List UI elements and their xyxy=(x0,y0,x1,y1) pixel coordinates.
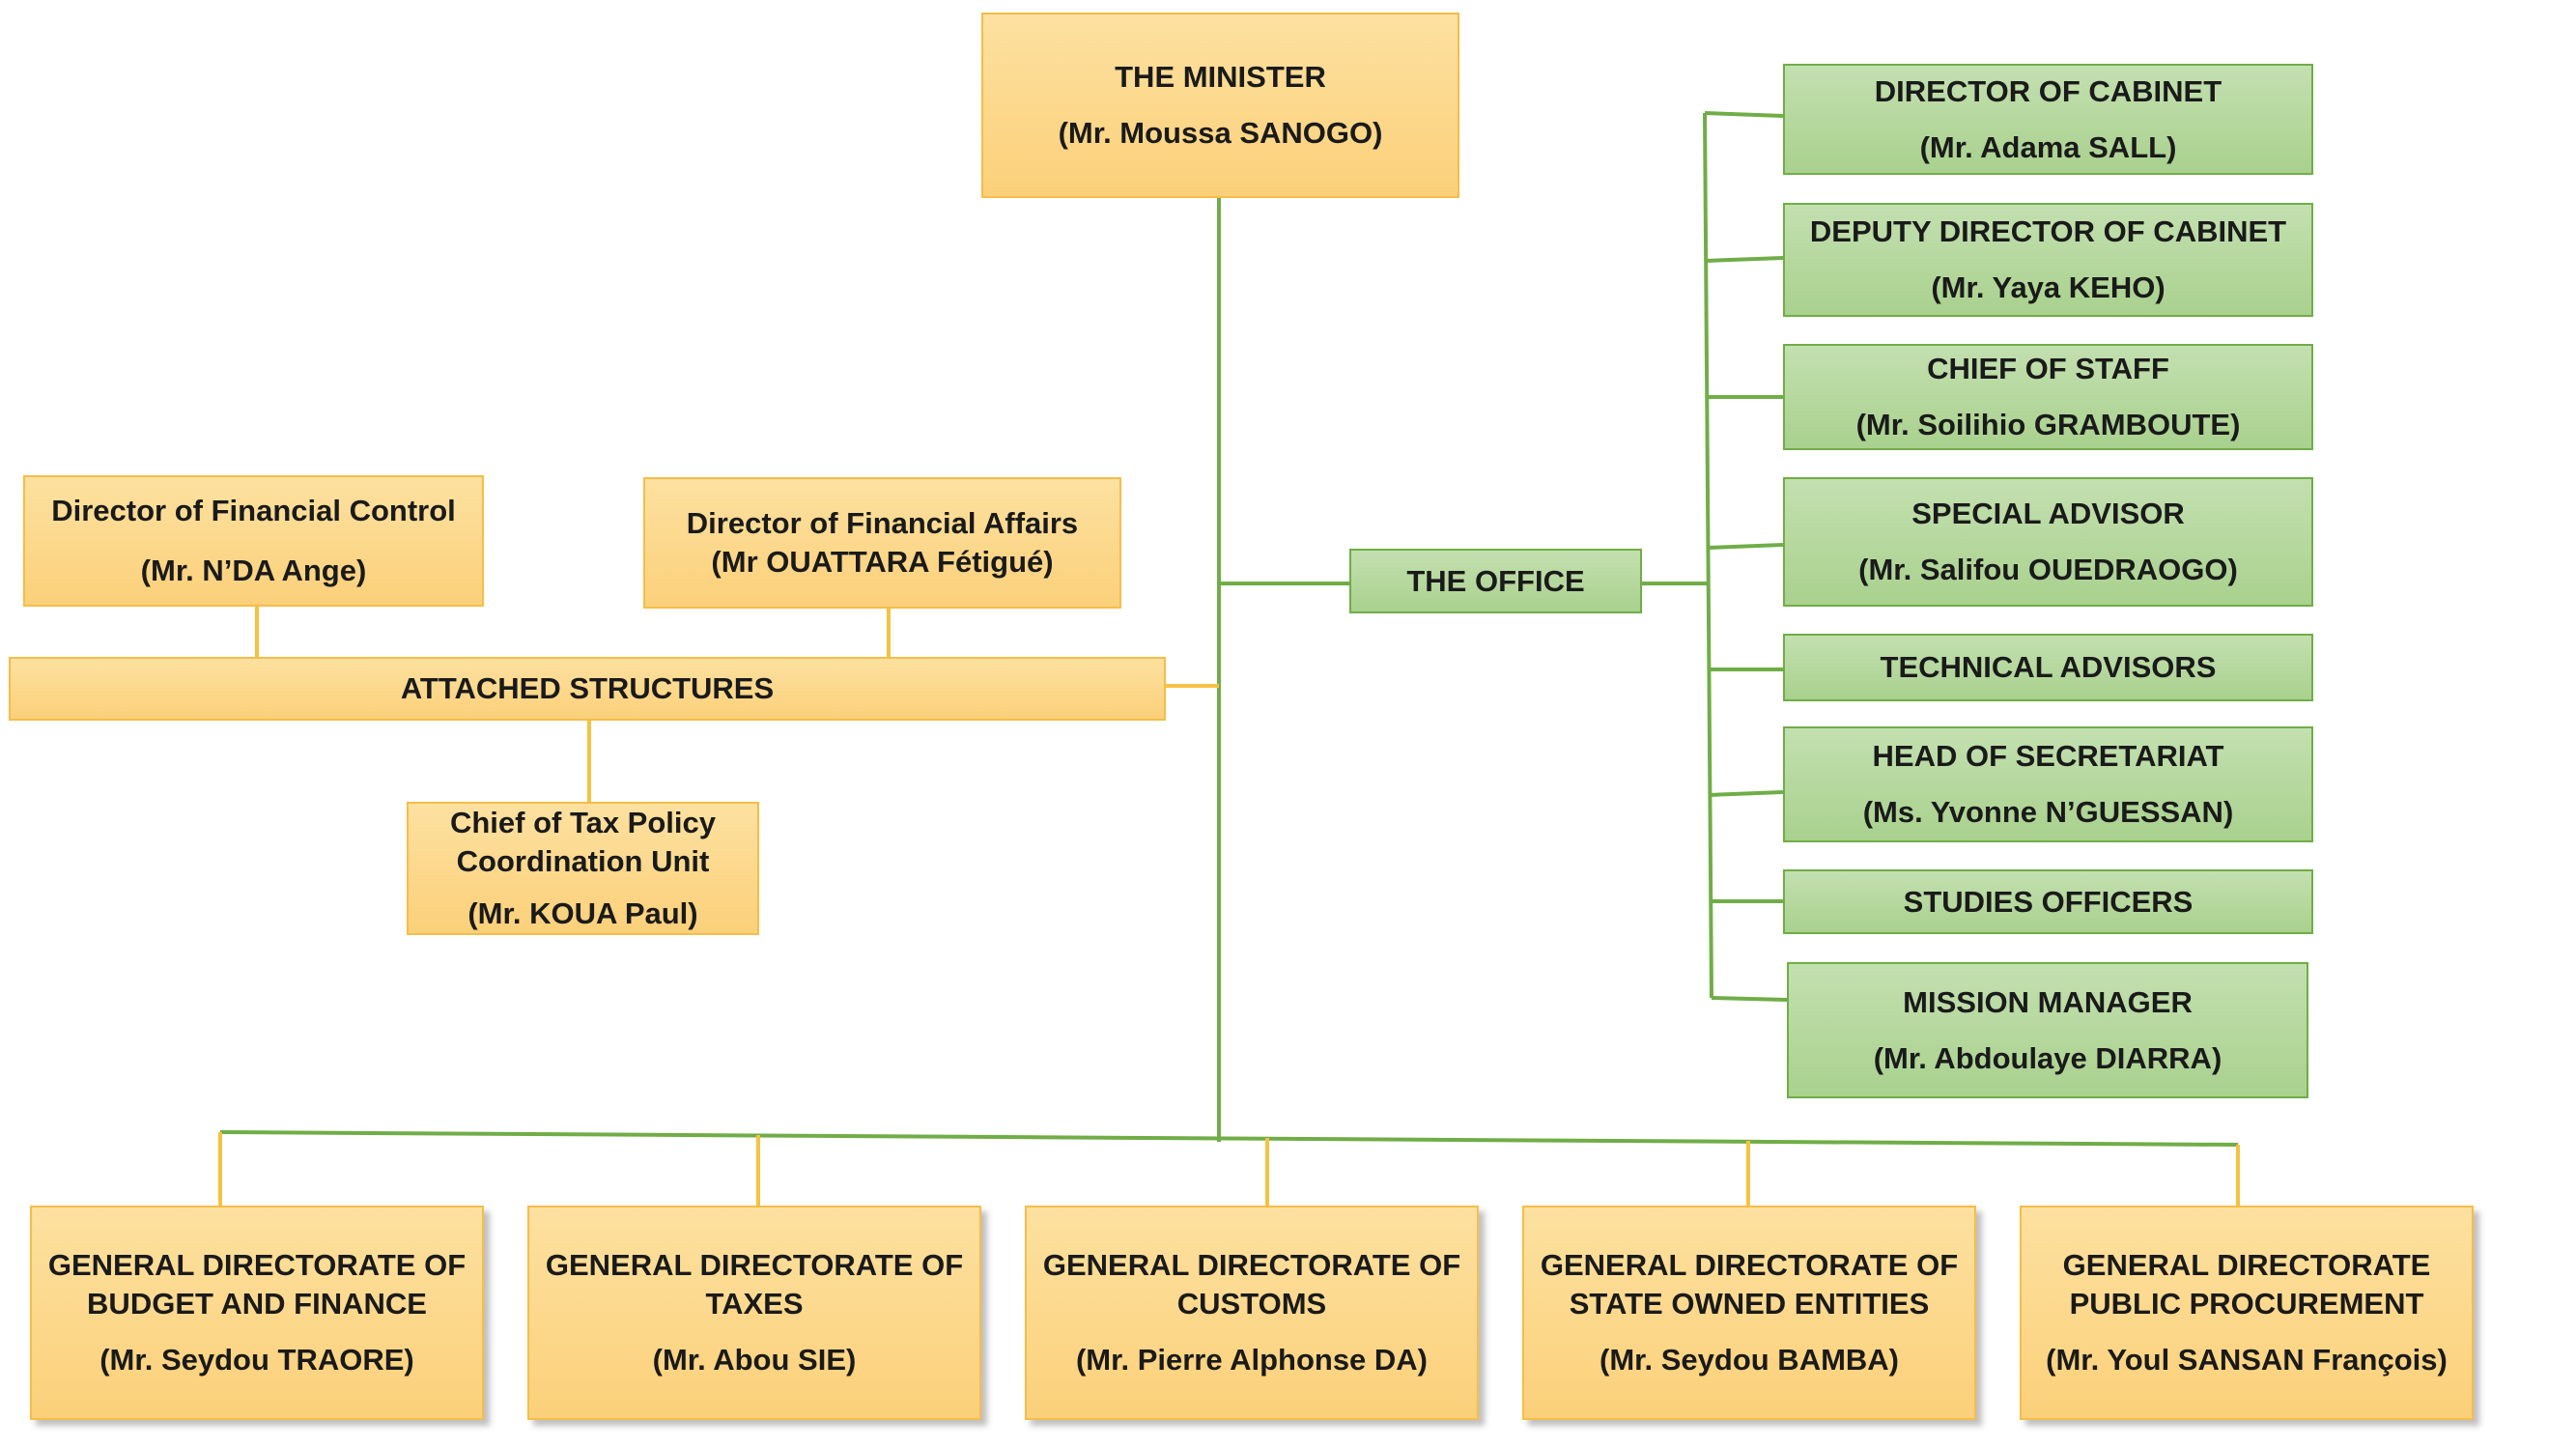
attached-structures-label: ATTACHED STRUCTURES xyxy=(400,671,775,705)
office-item-mission-manager: MISSION MANAGER (Mr. Abdoulaye DIARRA) xyxy=(1787,962,2308,1098)
office-item-title: DIRECTOR OF CABINET xyxy=(1874,73,2222,108)
minister-box: THE MINISTER (Mr. Moussa SANOGO) xyxy=(981,13,1459,198)
financial-control-name: (Mr. N’DA Ange) xyxy=(140,554,367,587)
office-item-deputy-director: DEPUTY DIRECTOR OF CABINET (Mr. Yaya KEH… xyxy=(1783,203,2313,317)
office-item-name: (Mr. Salifou OUEDRAOGO) xyxy=(1858,553,2238,586)
office-item-special-advisor: SPECIAL ADVISOR (Mr. Salifou OUEDRAOGO) xyxy=(1783,477,2313,607)
tax-policy-box: Chief of Tax Policy Coordination Unit (M… xyxy=(407,802,759,935)
office-label: THE OFFICE xyxy=(1406,563,1585,598)
office-item-title: MISSION MANAGER xyxy=(1903,984,2193,1019)
financial-affairs-box: Director of Financial Affairs (Mr OUATTA… xyxy=(643,477,1121,609)
directorate-title-line2: STATE OWNED ENTITIES xyxy=(1569,1287,1930,1321)
tax-policy-title-line2: Coordination Unit xyxy=(456,844,710,878)
office-item-technical-advisors: TECHNICAL ADVISORS xyxy=(1783,634,2313,701)
connector-office-item xyxy=(1707,543,1784,550)
office-item-name: (Ms. Yvonne N’GUESSAN) xyxy=(1862,795,2234,829)
connector-office-item xyxy=(1705,256,1784,263)
connector-office-item xyxy=(1709,790,1784,797)
office-item-title: HEAD OF SECRETARIAT xyxy=(1872,739,2224,773)
directorate-budget-finance: GENERAL DIRECTORATE OF BUDGET AND FINANC… xyxy=(30,1206,484,1420)
directorate-taxes: GENERAL DIRECTORATE OF TAXES (Mr. Abou S… xyxy=(527,1206,981,1420)
financial-affairs-title: Director of Financial Affairs xyxy=(686,506,1079,540)
tax-policy-name: (Mr. KOUA Paul) xyxy=(467,896,698,930)
connector-directorates-bus xyxy=(219,1130,2239,1147)
directorate-title-line1: GENERAL DIRECTORATE OF xyxy=(47,1248,467,1282)
connector-office-item xyxy=(1704,111,1784,118)
directorate-title-line2: BUDGET AND FINANCE xyxy=(87,1287,427,1321)
office-item-head-of-secretariat: HEAD OF SECRETARIAT (Ms. Yvonne N’GUESSA… xyxy=(1783,726,2313,842)
directorate-title-line2: TAXES xyxy=(705,1287,804,1321)
office-item-chief-of-staff: CHIEF OF STAFF (Mr. Soilihio GRAMBOUTE) xyxy=(1783,344,2313,450)
office-item-name: (Mr. Soilihio GRAMBOUTE) xyxy=(1855,408,2241,441)
office-box: THE OFFICE xyxy=(1349,549,1642,613)
directorate-name: (Mr. Youl SANSAN François) xyxy=(2046,1343,2448,1377)
directorate-title-line1: GENERAL DIRECTORATE xyxy=(2062,1248,2431,1282)
office-item-name: (Mr. Abdoulaye DIARRA) xyxy=(1873,1040,2222,1075)
financial-control-title: Director of Financial Control xyxy=(51,494,456,527)
directorate-title-line1: GENERAL DIRECTORATE OF xyxy=(1042,1248,1461,1282)
minister-name: (Mr. Moussa SANOGO) xyxy=(1058,116,1383,150)
minister-title: THE MINISTER xyxy=(1115,60,1326,94)
directorate-name: (Mr. Seydou BAMBA) xyxy=(1599,1343,1899,1377)
directorate-customs: GENERAL DIRECTORATE OF CUSTOMS (Mr. Pier… xyxy=(1025,1206,1479,1420)
financial-control-box: Director of Financial Control (Mr. N’DA … xyxy=(23,475,484,607)
directorate-title-line1: GENERAL DIRECTORATE OF xyxy=(1540,1248,1959,1282)
directorate-title-line1: GENERAL DIRECTORATE OF xyxy=(545,1248,964,1282)
directorate-title-line2: CUSTOMS xyxy=(1176,1287,1327,1321)
office-item-title: DEPUTY DIRECTOR OF CABINET xyxy=(1809,214,2287,248)
connector-office-item xyxy=(1711,996,1788,1002)
directorate-title-line2: PUBLIC PROCUREMENT xyxy=(2069,1287,2424,1321)
directorate-name: (Mr. Seydou TRAORE) xyxy=(99,1343,414,1377)
office-item-title: SPECIAL ADVISOR xyxy=(1911,497,2185,530)
office-item-name: (Mr. Yaya KEHO) xyxy=(1931,270,2166,304)
connector-office-bracket-vertical xyxy=(1703,112,1713,999)
directorate-state-owned-entities: GENERAL DIRECTORATE OF STATE OWNED ENTIT… xyxy=(1522,1206,1976,1420)
office-item-director-of-cabinet: DIRECTOR OF CABINET (Mr. Adama SALL) xyxy=(1783,64,2313,175)
office-item-name: (Mr. Adama SALL) xyxy=(1919,129,2177,164)
tax-policy-title-line1: Chief of Tax Policy xyxy=(449,806,717,839)
office-item-title: CHIEF OF STAFF xyxy=(1927,352,2169,385)
office-item-studies-officers: STUDIES OFFICERS xyxy=(1783,869,2313,934)
financial-affairs-name: (Mr OUATTARA Fétigué) xyxy=(711,545,1054,579)
office-item-title: STUDIES OFFICERS xyxy=(1903,884,2194,919)
office-item-title: TECHNICAL ADVISORS xyxy=(1880,650,2217,684)
attached-structures-bar: ATTACHED STRUCTURES xyxy=(9,657,1166,721)
directorate-name: (Mr. Abou SIE) xyxy=(652,1343,857,1377)
directorate-name: (Mr. Pierre Alphonse DA) xyxy=(1075,1343,1429,1377)
directorate-public-procurement: GENERAL DIRECTORATE PUBLIC PROCUREMENT (… xyxy=(2020,1206,2474,1420)
